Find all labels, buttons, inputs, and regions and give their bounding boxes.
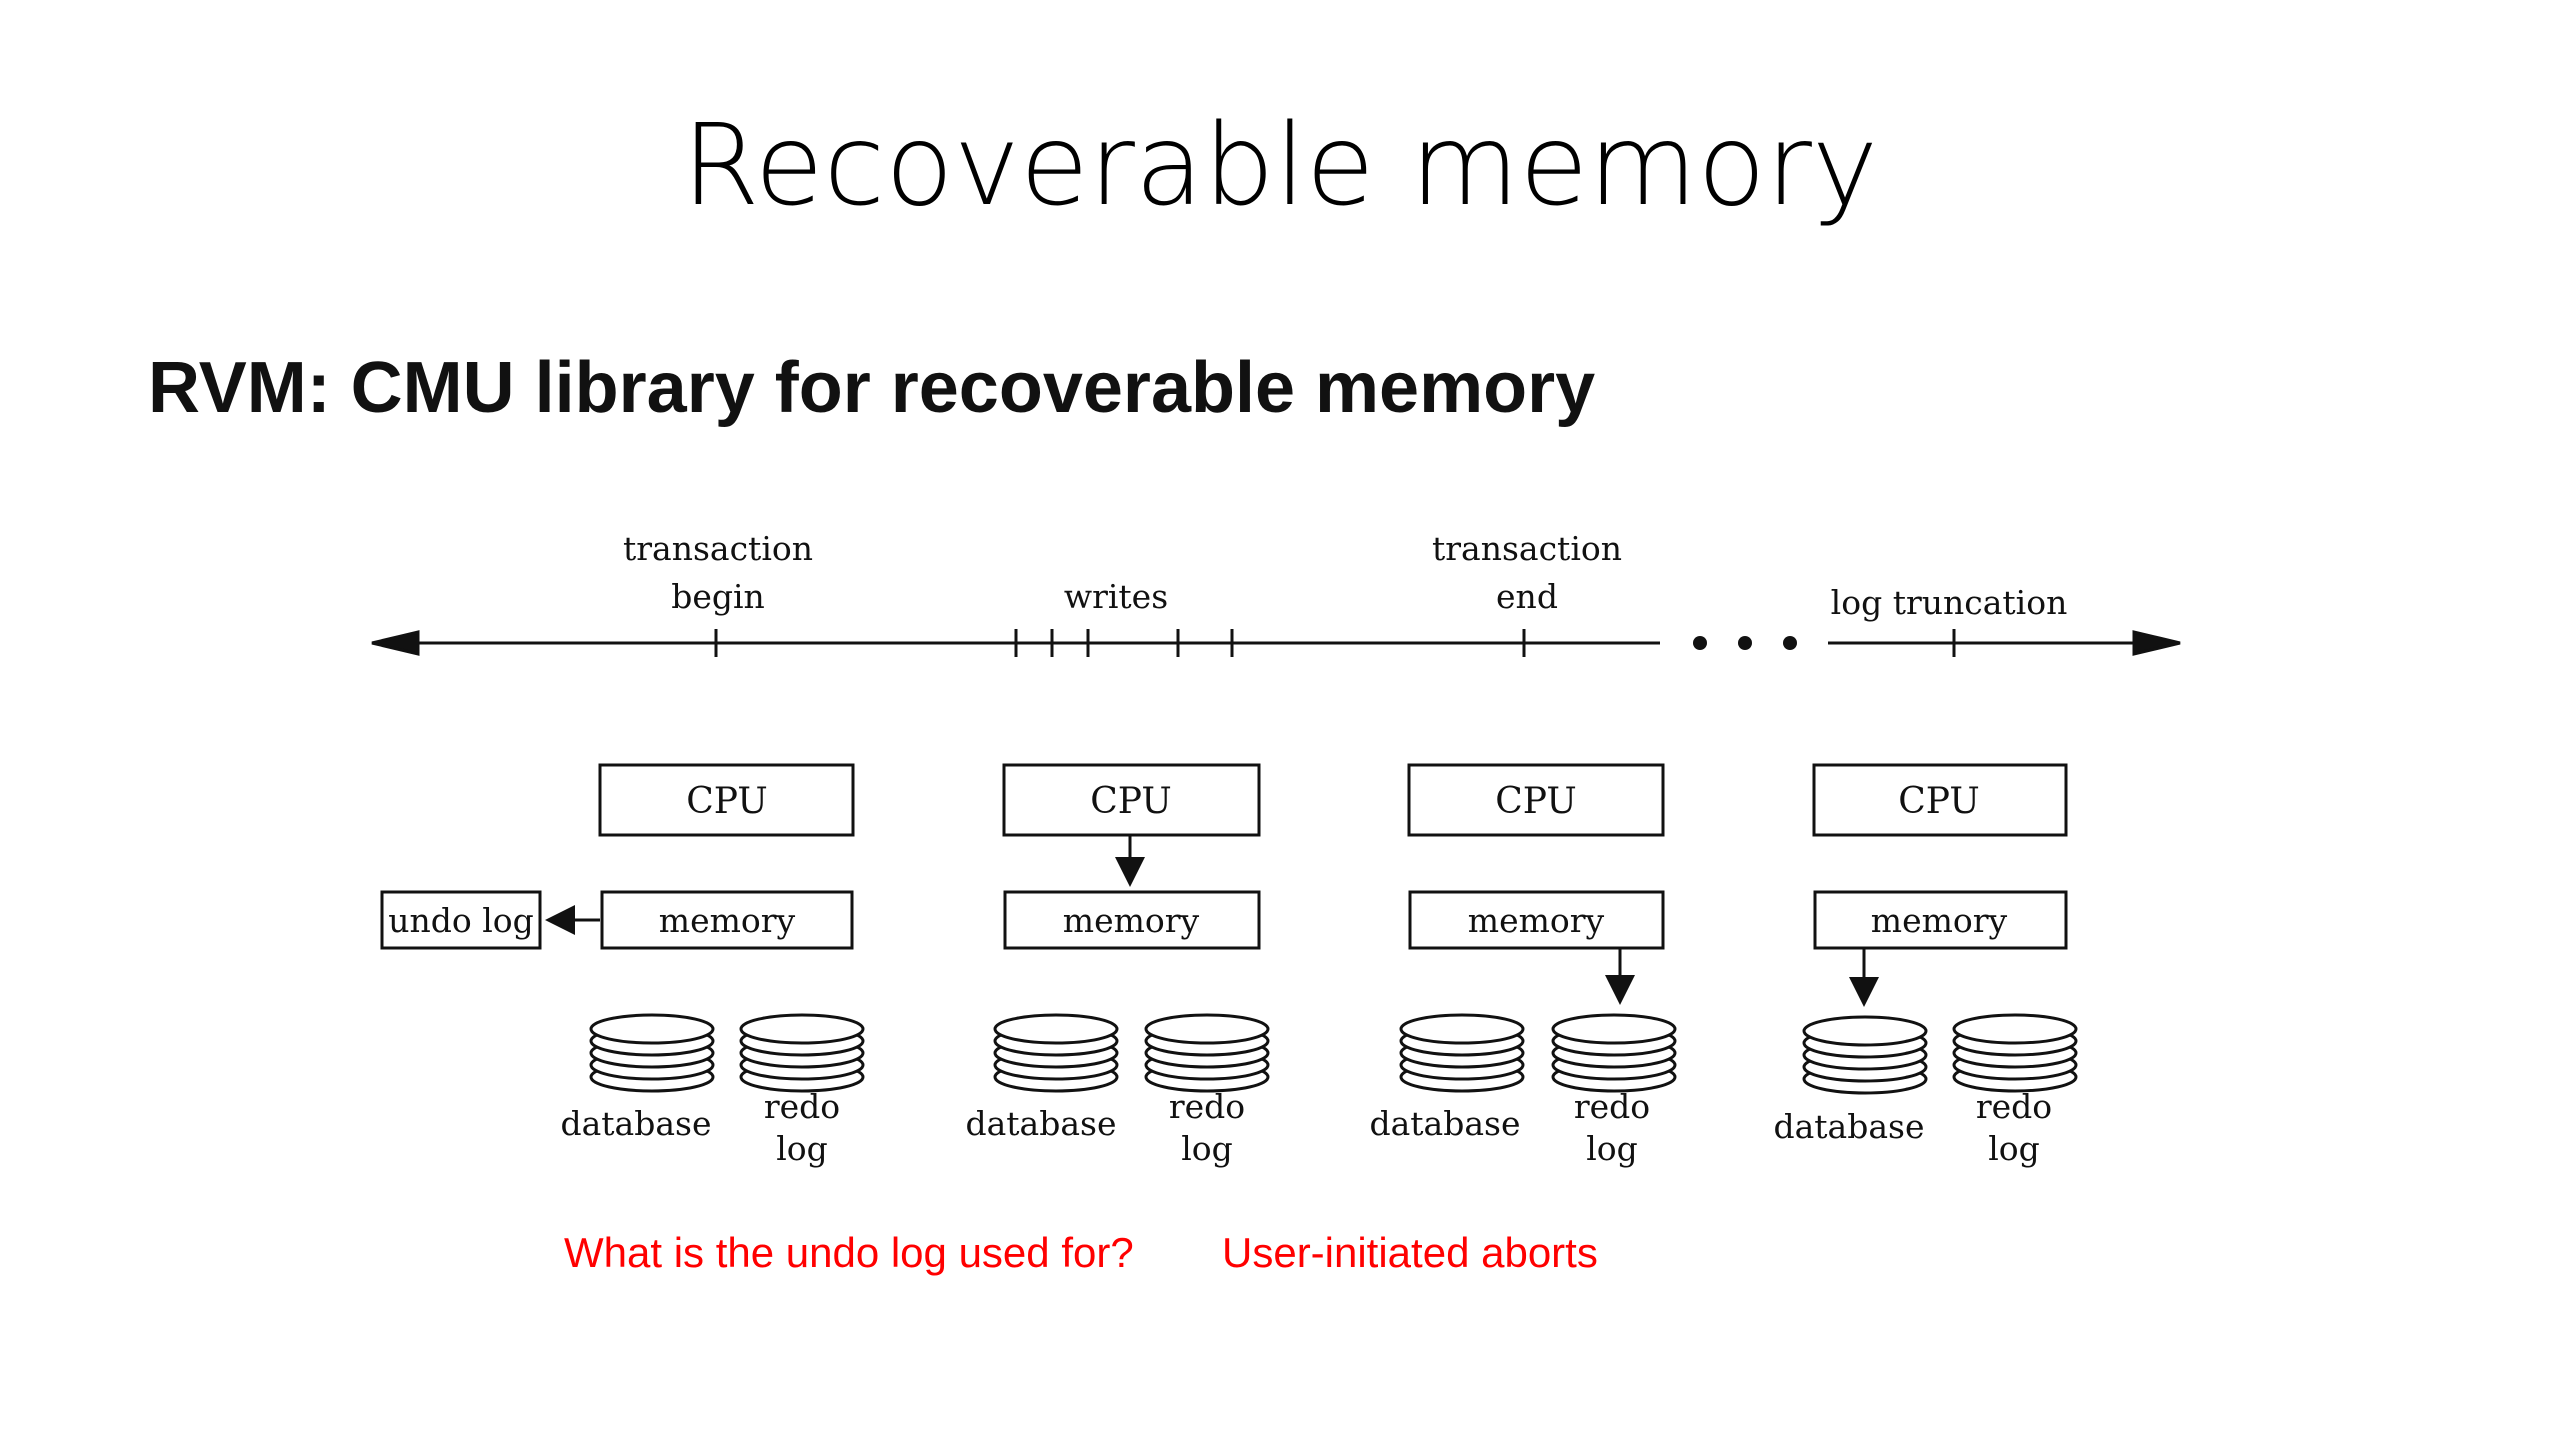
- timeline-right-arrowhead: [2132, 630, 2181, 656]
- label-log-truncation: log truncation: [1831, 583, 2068, 622]
- label-transaction-begin-1: transaction: [623, 529, 813, 568]
- database-label: database: [966, 1104, 1117, 1143]
- database-disk-icon: [1399, 1013, 1525, 1093]
- redo-log-disk-icon: [1952, 1013, 2078, 1093]
- memory-box: [600, 890, 854, 950]
- label-transaction-end-2: end: [1496, 577, 1558, 616]
- database-label: database: [1774, 1107, 1925, 1146]
- database-label: database: [561, 1104, 712, 1143]
- stage-1: [380, 763, 865, 1093]
- redo-log-disk-icon: [739, 1013, 865, 1093]
- cpu-box: [1812, 763, 2068, 837]
- timeline-ellipsis: [1693, 636, 1797, 650]
- stage-3: [1399, 763, 1677, 1093]
- timeline-left-arrowhead: [371, 630, 420, 656]
- slide-subtitle: RVM: CMU library for recoverable memory: [148, 348, 1596, 428]
- stage-4-labels: CPU memory database redo log: [1774, 781, 2053, 1168]
- redo-log-disk-icon: [1551, 1013, 1677, 1093]
- stage-2: [993, 763, 1270, 1093]
- stage-3-labels: CPU memory database redo log: [1370, 781, 1651, 1168]
- timeline-labels: transaction begin writes transaction end…: [623, 529, 2067, 622]
- redo-log-label-1: redo: [1169, 1087, 1245, 1126]
- memory-box: [1408, 890, 1665, 950]
- database-disk-icon: [993, 1013, 1119, 1093]
- undo-log-label: undo log: [388, 901, 534, 940]
- memory-label: memory: [659, 901, 796, 940]
- question-text: What is the undo log used for?: [564, 1229, 1134, 1276]
- cpu-label: CPU: [686, 781, 767, 822]
- memory-label: memory: [1871, 901, 2008, 940]
- ellipsis-dot: [1783, 636, 1797, 650]
- timeline: [371, 629, 2181, 657]
- label-writes: writes: [1064, 577, 1168, 616]
- undo-log-box: [380, 890, 542, 950]
- redo-log-disk-icon: [1144, 1013, 1270, 1093]
- cpu-box: [598, 763, 855, 837]
- memory-label: memory: [1063, 901, 1200, 940]
- memory-box: [1003, 890, 1261, 950]
- memory-label: memory: [1468, 901, 1605, 940]
- cpu-label: CPU: [1090, 781, 1171, 822]
- label-transaction-begin-2: begin: [671, 577, 765, 616]
- redo-log-label-2: log: [776, 1129, 828, 1168]
- redo-log-label-1: redo: [764, 1087, 840, 1126]
- redo-log-label-2: log: [1988, 1129, 2040, 1168]
- cpu-label: CPU: [1898, 781, 1979, 822]
- stage-1-labels: CPU memory undo log database redo log: [388, 781, 840, 1168]
- slide-title: Recoverable memory: [681, 101, 1879, 231]
- redo-log-label-2: log: [1181, 1129, 1233, 1168]
- cpu-box: [1407, 763, 1665, 837]
- database-disk-icon: [1802, 1015, 1928, 1095]
- redo-log-label-1: redo: [1574, 1087, 1650, 1126]
- redo-log-label-2: log: [1586, 1129, 1638, 1168]
- ellipsis-dot: [1738, 636, 1752, 650]
- stage-2-labels: CPU memory database redo log: [966, 781, 1246, 1168]
- label-transaction-end-1: transaction: [1432, 529, 1622, 568]
- answer-text: User-initiated aborts: [1222, 1229, 1598, 1276]
- memory-box: [1813, 890, 2068, 950]
- redo-log-label-1: redo: [1976, 1087, 2052, 1126]
- cpu-label: CPU: [1495, 781, 1576, 822]
- ellipsis-dot: [1693, 636, 1707, 650]
- stage-4: [1802, 763, 2078, 1095]
- database-disk-icon: [589, 1013, 715, 1093]
- database-label: database: [1370, 1104, 1521, 1143]
